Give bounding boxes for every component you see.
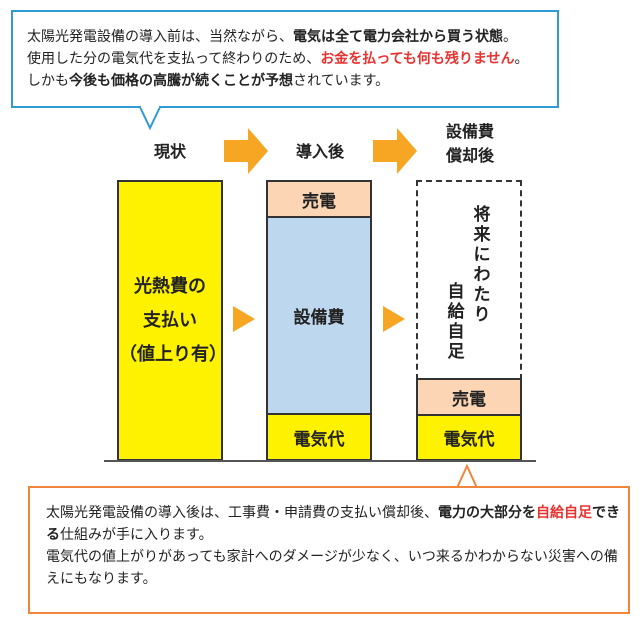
triangle-arrow-icon [383, 306, 405, 332]
arrow-right-icon [224, 128, 268, 174]
heading-after-payoff: 設備費 償却後 [445, 122, 494, 165]
heading-current: 現状 [153, 142, 186, 161]
heading-after-install: 導入後 [295, 142, 344, 161]
top-callout-line-1: 太陽光発電設備の導入前は、当然ながら、電気は全て電力会社から買う状態。 [27, 29, 517, 45]
top-callout-line-2: 使用した分の電気代を支払って終わりのため、お金を払っても何も残りません。 [27, 51, 529, 67]
segment-electricity-bill: 電気代 [268, 415, 370, 459]
bottom-callout-paragraph-2: 電気代の値上がりがあっても家計へのダメージが少なく、いつ来るかわからない災害への… [46, 549, 618, 587]
bar-after-install: 売電 設備費 電気代 [266, 180, 372, 461]
bar-current-utility-payment: 光熱費の 支払い （値上り有） [117, 180, 227, 461]
segment-sell-electricity: 売電 [268, 182, 370, 218]
top-callout-line-3: しかも今後も価格の高騰が続くことが予想されています。 [27, 73, 390, 89]
bottom-callout-paragraph-1: 太陽光発電設備の導入後は、工事費・申請費の支払い償却後、電力の大部分を自給自足で… [46, 505, 620, 543]
future-text-col-1: 将来にわたり [473, 205, 491, 325]
segment-equipment-cost: 設備費 [268, 218, 370, 415]
future-text-col-2: 自給自足 [447, 282, 465, 362]
arrow-right-icon [373, 128, 417, 174]
bar-current-label: 光熱費の 支払い （値上り有） [119, 275, 227, 365]
segment-sell-electricity: 売電 [418, 380, 520, 416]
triangle-arrow-icon [233, 306, 255, 332]
box-future-self-sufficiency [416, 180, 522, 380]
bottom-callout: 太陽光発電設備の導入後は、工事費・申請費の支払い償却後、電力の大部分を自給自足で… [28, 486, 630, 614]
bar-after-payoff: 売電 電気代 [416, 378, 522, 461]
segment-electricity-bill: 電気代 [418, 416, 520, 459]
top-callout: 太陽光発電設備の導入前は、当然ながら、電気は全て電力会社から買う状態。 使用した… [11, 10, 559, 108]
baseline [104, 460, 536, 462]
